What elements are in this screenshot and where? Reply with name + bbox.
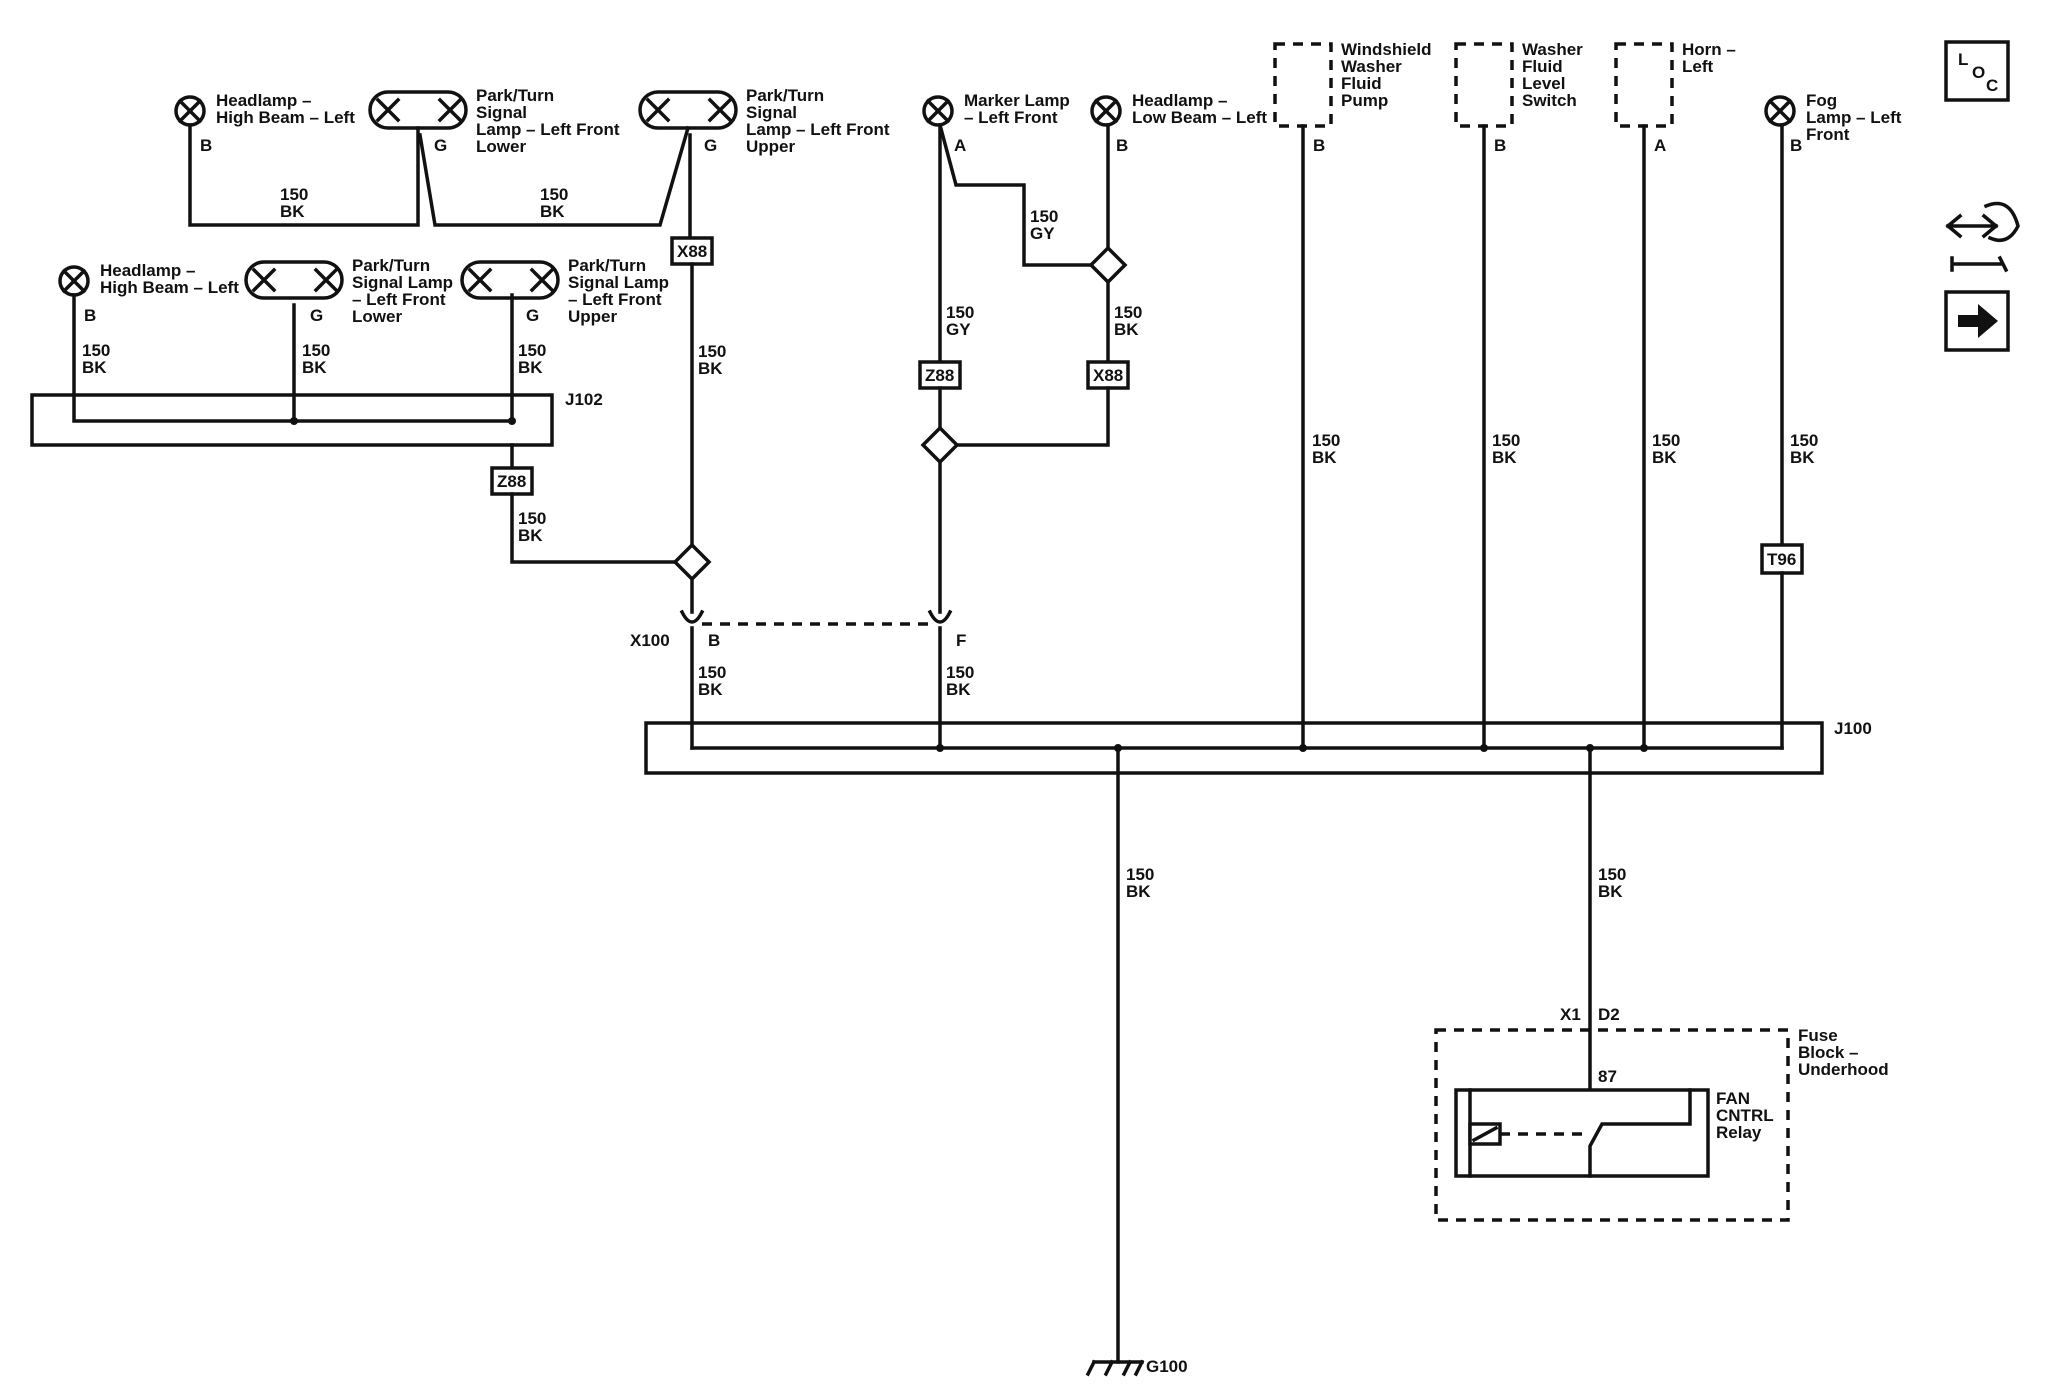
headlamp-high-beam-left-second-pin: B — [84, 306, 96, 325]
headlamp-low-beam-pin: B — [1116, 136, 1128, 155]
headlamp-high-beam-left-second-label: Headlamp –High Beam – Left — [100, 261, 239, 297]
marker-lamp-pin: A — [954, 136, 966, 155]
connector-x100-pin-f: F — [956, 631, 966, 650]
next-page-arrow-button[interactable] — [1944, 290, 2010, 352]
fog-lamp-pin: B — [1790, 136, 1802, 155]
park-turn-lamp-upper-top-pin: G — [704, 136, 717, 155]
washer-pump-pin: B — [1313, 136, 1325, 155]
connector-d2-label: D2 — [1598, 1005, 1620, 1024]
splice-j100-label: J100 — [1834, 719, 1872, 738]
park-turn-lamp-lower-top-pin: G — [434, 136, 447, 155]
connector-x100-pin-b: B — [708, 631, 720, 650]
connector-x88-right-label: X88 — [1093, 366, 1123, 385]
connector-z88-left: Z88 — [490, 466, 534, 496]
connector-x88-right: X88 — [1086, 360, 1130, 390]
headlamp-high-beam-left-top-pin: B — [200, 136, 212, 155]
loc-letter-o: O — [1972, 63, 1985, 82]
connector-x1-label: X1 — [1560, 1005, 1581, 1024]
connector-info-icon[interactable] — [1945, 201, 2020, 273]
connector-x100-label: X100 — [630, 631, 670, 650]
loc-button[interactable]: L O C — [1944, 40, 2010, 102]
headlamp-high-beam-left-top-label: Headlamp –High Beam – Left — [216, 91, 355, 127]
connector-t96-label: T96 — [1767, 550, 1796, 569]
park-turn-lamp-upper-second-pin: G — [526, 306, 539, 325]
marker-lamp-label: Marker Lamp– Left Front — [964, 91, 1070, 127]
loc-letter-c: C — [1986, 76, 1998, 95]
park-turn-lamp-lower-second-pin: G — [310, 306, 323, 325]
headlamp-high-beam-left-second: Headlamp –High Beam – Left B — [58, 261, 239, 325]
connector-z88-center: Z88 — [918, 360, 962, 390]
splice-j100: J100 — [644, 719, 1872, 775]
headlamp-low-beam-left: Headlamp –Low Beam – Left B — [1090, 91, 1267, 155]
connector-z88-left-label: Z88 — [497, 472, 526, 491]
connector-x88-left-label: X88 — [677, 242, 707, 261]
ground-g100-label: G100 — [1146, 1357, 1188, 1376]
marker-lamp-left-front: Marker Lamp– Left Front A — [922, 91, 1070, 155]
connector-t96: T96 — [1760, 543, 1804, 750]
horn-label: Horn –Left — [1682, 40, 1736, 76]
loc-letter-l: L — [1958, 50, 1968, 69]
splice-pack-left — [672, 542, 712, 582]
horn-pin: A — [1654, 136, 1666, 155]
connector-x88-left: X88 — [670, 236, 714, 266]
connector-z88-center-label: Z88 — [925, 366, 954, 385]
horn-left: Horn –Left A — [1614, 40, 1736, 155]
splice-pack-center — [920, 386, 1110, 614]
headlamp-high-beam-left-top: Headlamp –High Beam – Left B — [174, 91, 355, 155]
headlamp-low-beam-label: Headlamp –Low Beam – Left — [1132, 91, 1267, 127]
splice-j102-label: J102 — [565, 390, 603, 409]
wire-z88-to-splice — [510, 492, 677, 564]
washer-switch-pin: B — [1494, 136, 1506, 155]
fan-relay-pin: 87 — [1598, 1067, 1617, 1086]
